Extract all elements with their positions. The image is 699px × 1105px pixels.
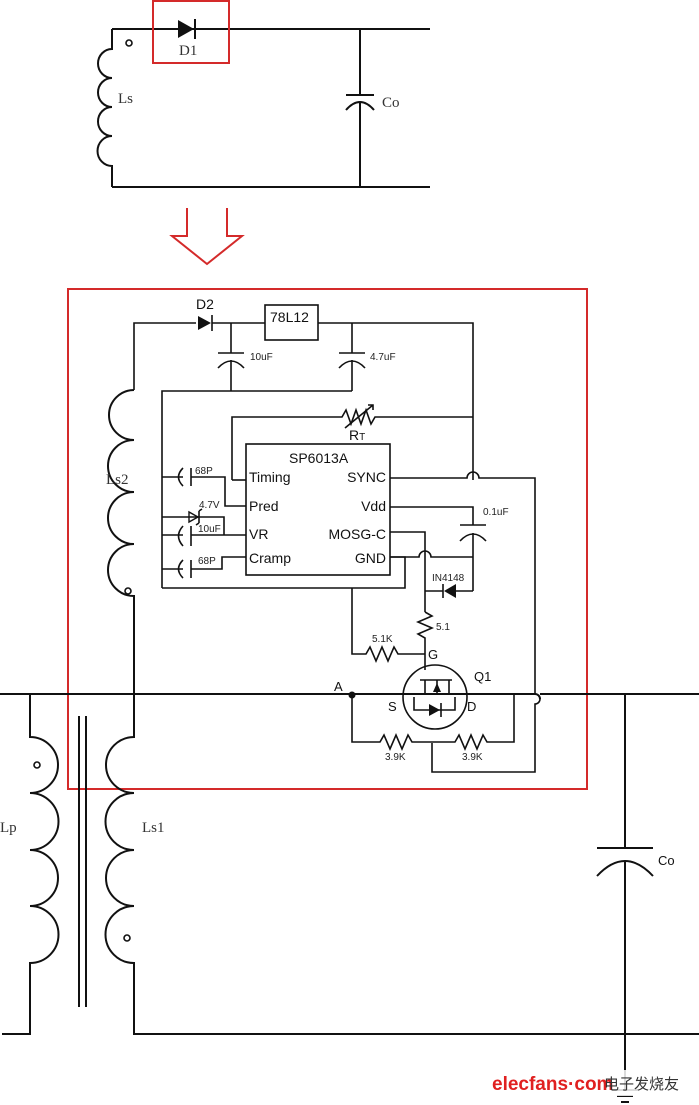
capacitor-4-7uf-label: 4.7uF: [370, 352, 396, 363]
capacitor-68p-2: [162, 556, 246, 578]
thermistor-rt: [231, 407, 473, 480]
wire: [0, 693, 541, 700]
capacitor-co-label: Co: [382, 95, 400, 111]
wire: [162, 516, 225, 535]
original-circuit: Ls D1 Co: [96, 0, 430, 188]
mosfet-q1: [402, 664, 468, 730]
resistor-gate-label: 5.1: [436, 622, 450, 633]
body-diode-icon: [429, 704, 440, 716]
pin-mosg-c: MOSG-C: [328, 526, 386, 542]
wire: [318, 322, 474, 480]
polarity-dot: [33, 761, 41, 769]
output-capacitor-label: Co: [658, 853, 675, 868]
secondary-winding-label: Ls1: [142, 820, 165, 836]
capacitor-4-7uf: [339, 323, 365, 391]
wire: [133, 322, 196, 390]
capacitor-0-1uf-label: 0.1uF: [483, 507, 509, 518]
capacitor-co: [346, 29, 374, 187]
polarity-dot: [123, 934, 131, 942]
resistor-gs-label: 5.1K: [372, 634, 393, 645]
capacitor-68p-2-label: 68P: [198, 556, 216, 567]
pin-pred: Pred: [249, 498, 279, 514]
wire: [161, 390, 352, 588]
watermark-text: elecfans·com: [492, 1074, 613, 1095]
ic-name: SP6013A: [289, 450, 349, 466]
diode-d1-icon: [178, 20, 194, 38]
capacitor-10uf-vr-label: 10uF: [198, 524, 221, 535]
polarity-dot: [125, 39, 133, 47]
pin-timing: Timing: [249, 469, 291, 485]
capacitor-68p-1-label: 68P: [195, 466, 213, 477]
highlight-box-replacement: [67, 288, 588, 790]
capacitor-68p-1: [162, 468, 246, 507]
capacitor-co-plate: [345, 101, 375, 111]
synchronous-rectifier-circuit: D2 78L12 10uF 4.7uF Ls2 RT SP6013A Timin…: [0, 296, 699, 773]
down-arrow-icon: [169, 208, 245, 266]
pin-cramp: Cramp: [249, 550, 291, 566]
capacitor-10uf: [218, 323, 244, 391]
sync-wire: [390, 471, 541, 773]
transformer-circuit: Lp Ls1 Co: [0, 693, 699, 1103]
regulator-label: 78L12: [270, 309, 309, 325]
transformer-core: [78, 716, 87, 1007]
capacitor-10uf-plate: [217, 360, 245, 369]
watermark-cn-text: 电子发烧友: [604, 1075, 679, 1093]
primary-winding-lp: [2, 693, 60, 1035]
diode-in4148-label: IN4148: [432, 573, 465, 584]
polarity-dot: [124, 587, 132, 595]
zener-diode-bar: [195, 508, 203, 526]
resistor-divider-2-label: 3.9K: [462, 752, 483, 763]
primary-winding-label: Lp: [0, 820, 17, 836]
watermark-bg: [488, 1070, 699, 1096]
capacitor-0-1uf-plate: [459, 533, 487, 542]
ic-sp6013a: [245, 443, 391, 576]
capacitor-10uf-vr-plate: [177, 525, 184, 547]
pin-sync: SYNC: [347, 469, 386, 485]
inductor-ls: [96, 29, 113, 187]
capacitor-68p-1-plate: [177, 467, 184, 487]
diode-in4148-icon: [444, 584, 456, 598]
gnd-wire: [390, 550, 473, 558]
diode-d2-icon: [198, 316, 211, 330]
capacitor-10uf-label: 10uF: [250, 352, 273, 363]
resistor-divider-1-label: 3.9K: [385, 752, 406, 763]
resistor-gs: [351, 588, 425, 664]
aux-winding-ls2: [107, 389, 135, 694]
output-capacitor-plate: [596, 860, 654, 877]
pin-vdd: Vdd: [361, 498, 386, 514]
resistor-divider-1: [351, 694, 432, 752]
highlight-box-d1: [152, 0, 230, 64]
resistor-divider-2: [432, 694, 515, 752]
pin-gnd: GND: [355, 550, 386, 566]
capacitor-68p-2-plate: [177, 559, 184, 579]
source-pin-label: S: [388, 699, 397, 714]
secondary-winding-ls1: [104, 694, 699, 1035]
drain-pin-label: D: [467, 699, 476, 714]
output-capacitor-co: [597, 694, 653, 1090]
diode-d2-label: D2: [196, 296, 214, 312]
inductor-ls-label: Ls: [118, 91, 133, 107]
capacitor-4-7uf-plate: [338, 360, 366, 369]
gate-pin-label: G: [428, 647, 438, 662]
pin-vr: VR: [249, 526, 268, 542]
mosfet-label: Q1: [474, 669, 491, 684]
capacitor-10uf-vr: [162, 526, 246, 546]
diode-d1-label: D1: [179, 43, 197, 59]
node-a-label: A: [334, 679, 343, 694]
mosfet-arrow-icon: [433, 683, 441, 692]
resistor-gate: [415, 611, 435, 670]
mosg-c-wire: [390, 531, 426, 612]
thermistor-label: RT: [349, 427, 365, 443]
thermistor-arrow: [344, 404, 374, 429]
capacitor-0-1uf: [460, 524, 486, 591]
watermark: elecfans·com 电子发烧友: [488, 1070, 699, 1096]
zener-diode-icon: [188, 510, 200, 524]
zener-label: 4.7V: [199, 500, 220, 511]
aux-winding-label: Ls2: [106, 472, 129, 488]
vdd-wire: [390, 506, 474, 525]
